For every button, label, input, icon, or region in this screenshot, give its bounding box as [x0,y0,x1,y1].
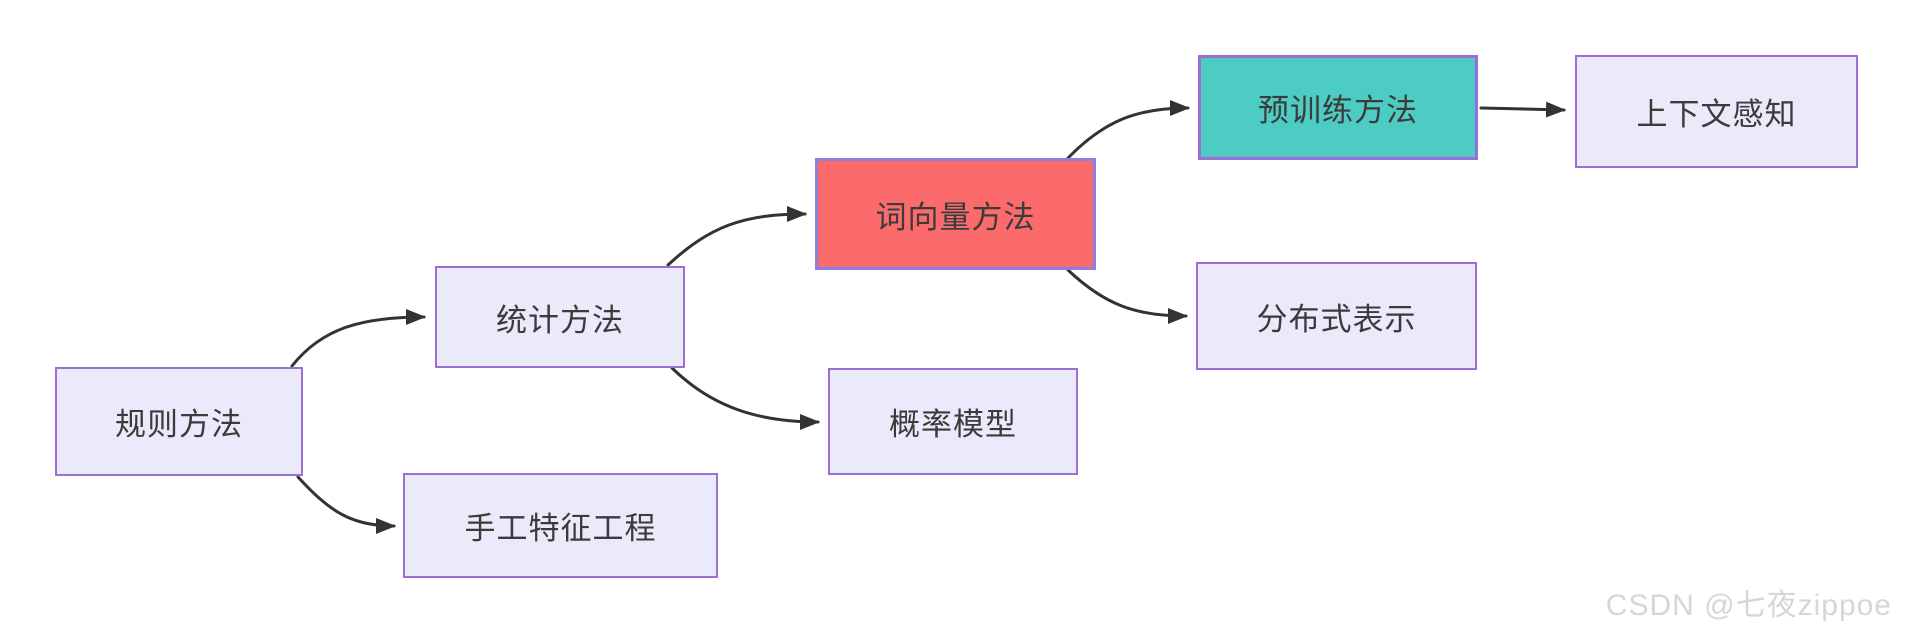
edge-pretraining-to-context-aware [1479,101,1566,118]
node-context-aware-label: 上下文感知 [1636,97,1797,132]
edge-word-vector-to-distributed [1066,268,1188,324]
node-pretraining-methods: 预训练方法 [1198,55,1478,160]
node-rule-methods: 规则方法 [55,367,303,476]
edge-statistical-to-word-vector [666,206,807,267]
node-manual-feature-engineering: 手工特征工程 [403,473,718,578]
watermark: CSDN @七夜zippoe [1605,589,1892,622]
edge-word-vector-to-pretraining [1066,100,1190,160]
edge-rule-to-manual-feature [296,475,396,534]
node-statistical-methods-label: 统计方法 [496,302,624,338]
node-statistical-methods: 统计方法 [435,266,685,368]
node-word-vector-methods-label: 词向量方法 [875,199,1036,235]
node-distributed-representation: 分布式表示 [1196,262,1477,370]
node-word-vector-methods: 词向量方法 [815,158,1096,270]
edge-rule-to-statistical [290,309,426,368]
node-probability-model: 概率模型 [828,368,1078,475]
node-manual-feature-engineering-label: 手工特征工程 [464,511,657,546]
node-rule-methods-label: 规则方法 [115,407,243,442]
node-pretraining-methods-label: 预训练方法 [1258,93,1418,128]
edge-statistical-to-probability [670,366,820,430]
node-probability-model-label: 概率模型 [889,407,1017,442]
node-context-aware: 上下文感知 [1575,55,1858,168]
node-distributed-representation-label: 分布式表示 [1256,301,1417,337]
